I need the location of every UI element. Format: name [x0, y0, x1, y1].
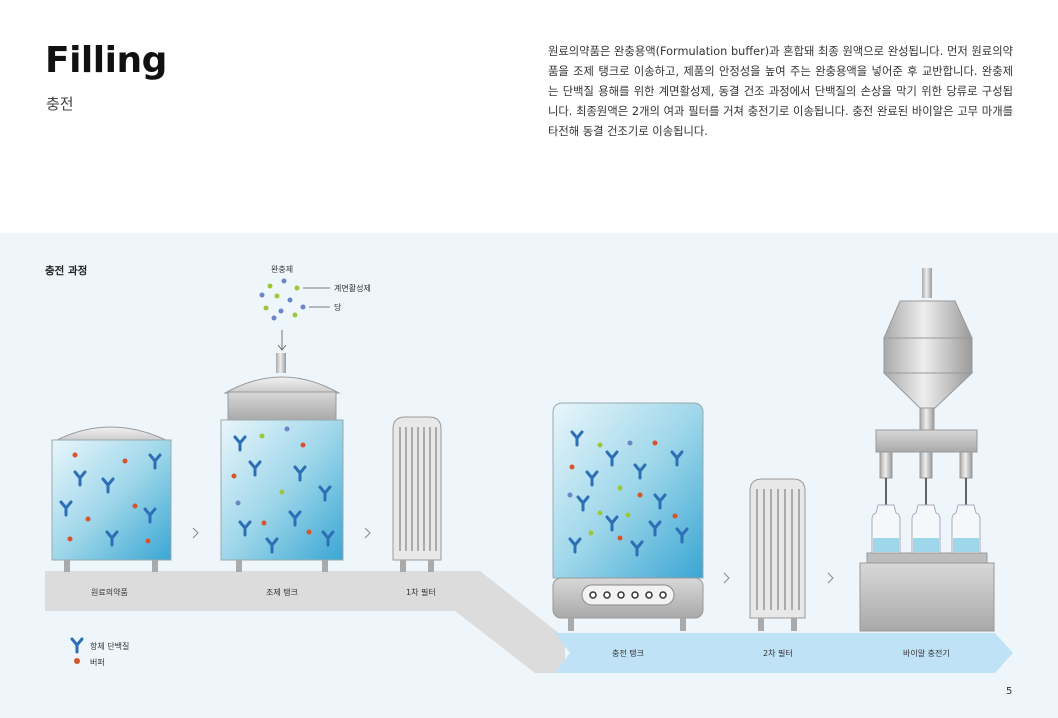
description-text: 원료의약품은 완충용액(Formulation buffer)과 혼합돼 최종 … [548, 45, 1013, 138]
stage-label-raw-drug: 원료의약품 [91, 588, 128, 597]
surfactant-label: 계면활성제 [334, 284, 371, 293]
stage-label-vial-filler: 바이알 충전기 [903, 649, 950, 658]
legend-antibody-label: 항체 단백질 [90, 642, 130, 651]
flow-arrows [192, 527, 834, 584]
sugar-label: 당 [334, 303, 342, 312]
page-subtitle: 충전 [46, 95, 74, 113]
filter-1 [392, 416, 442, 572]
stage-label-filter2: 2차 필터 [763, 649, 793, 658]
filling-process-diagram [45, 268, 1013, 673]
raw-drug-tank [51, 426, 172, 572]
legend-icons [70, 637, 84, 664]
buffer-label: 완충제 [271, 265, 294, 274]
fill-tank [552, 402, 704, 631]
stage-label-filter1: 1차 필터 [406, 588, 436, 597]
stage-label-prep-tank: 조제 탱크 [266, 588, 298, 597]
page-title: Filling [45, 40, 167, 81]
legend-buffer-label: 버퍼 [90, 658, 105, 667]
conveyor-belt [45, 571, 1013, 673]
buffer-particles [259, 278, 330, 351]
prep-tank [220, 353, 344, 572]
filter-2 [749, 478, 806, 631]
page-number: 5 [1006, 686, 1013, 697]
section-title: 충전 과정 [45, 265, 88, 277]
vial-filler [859, 268, 995, 632]
stage-label-fill-tank: 충전 탱크 [612, 649, 644, 658]
